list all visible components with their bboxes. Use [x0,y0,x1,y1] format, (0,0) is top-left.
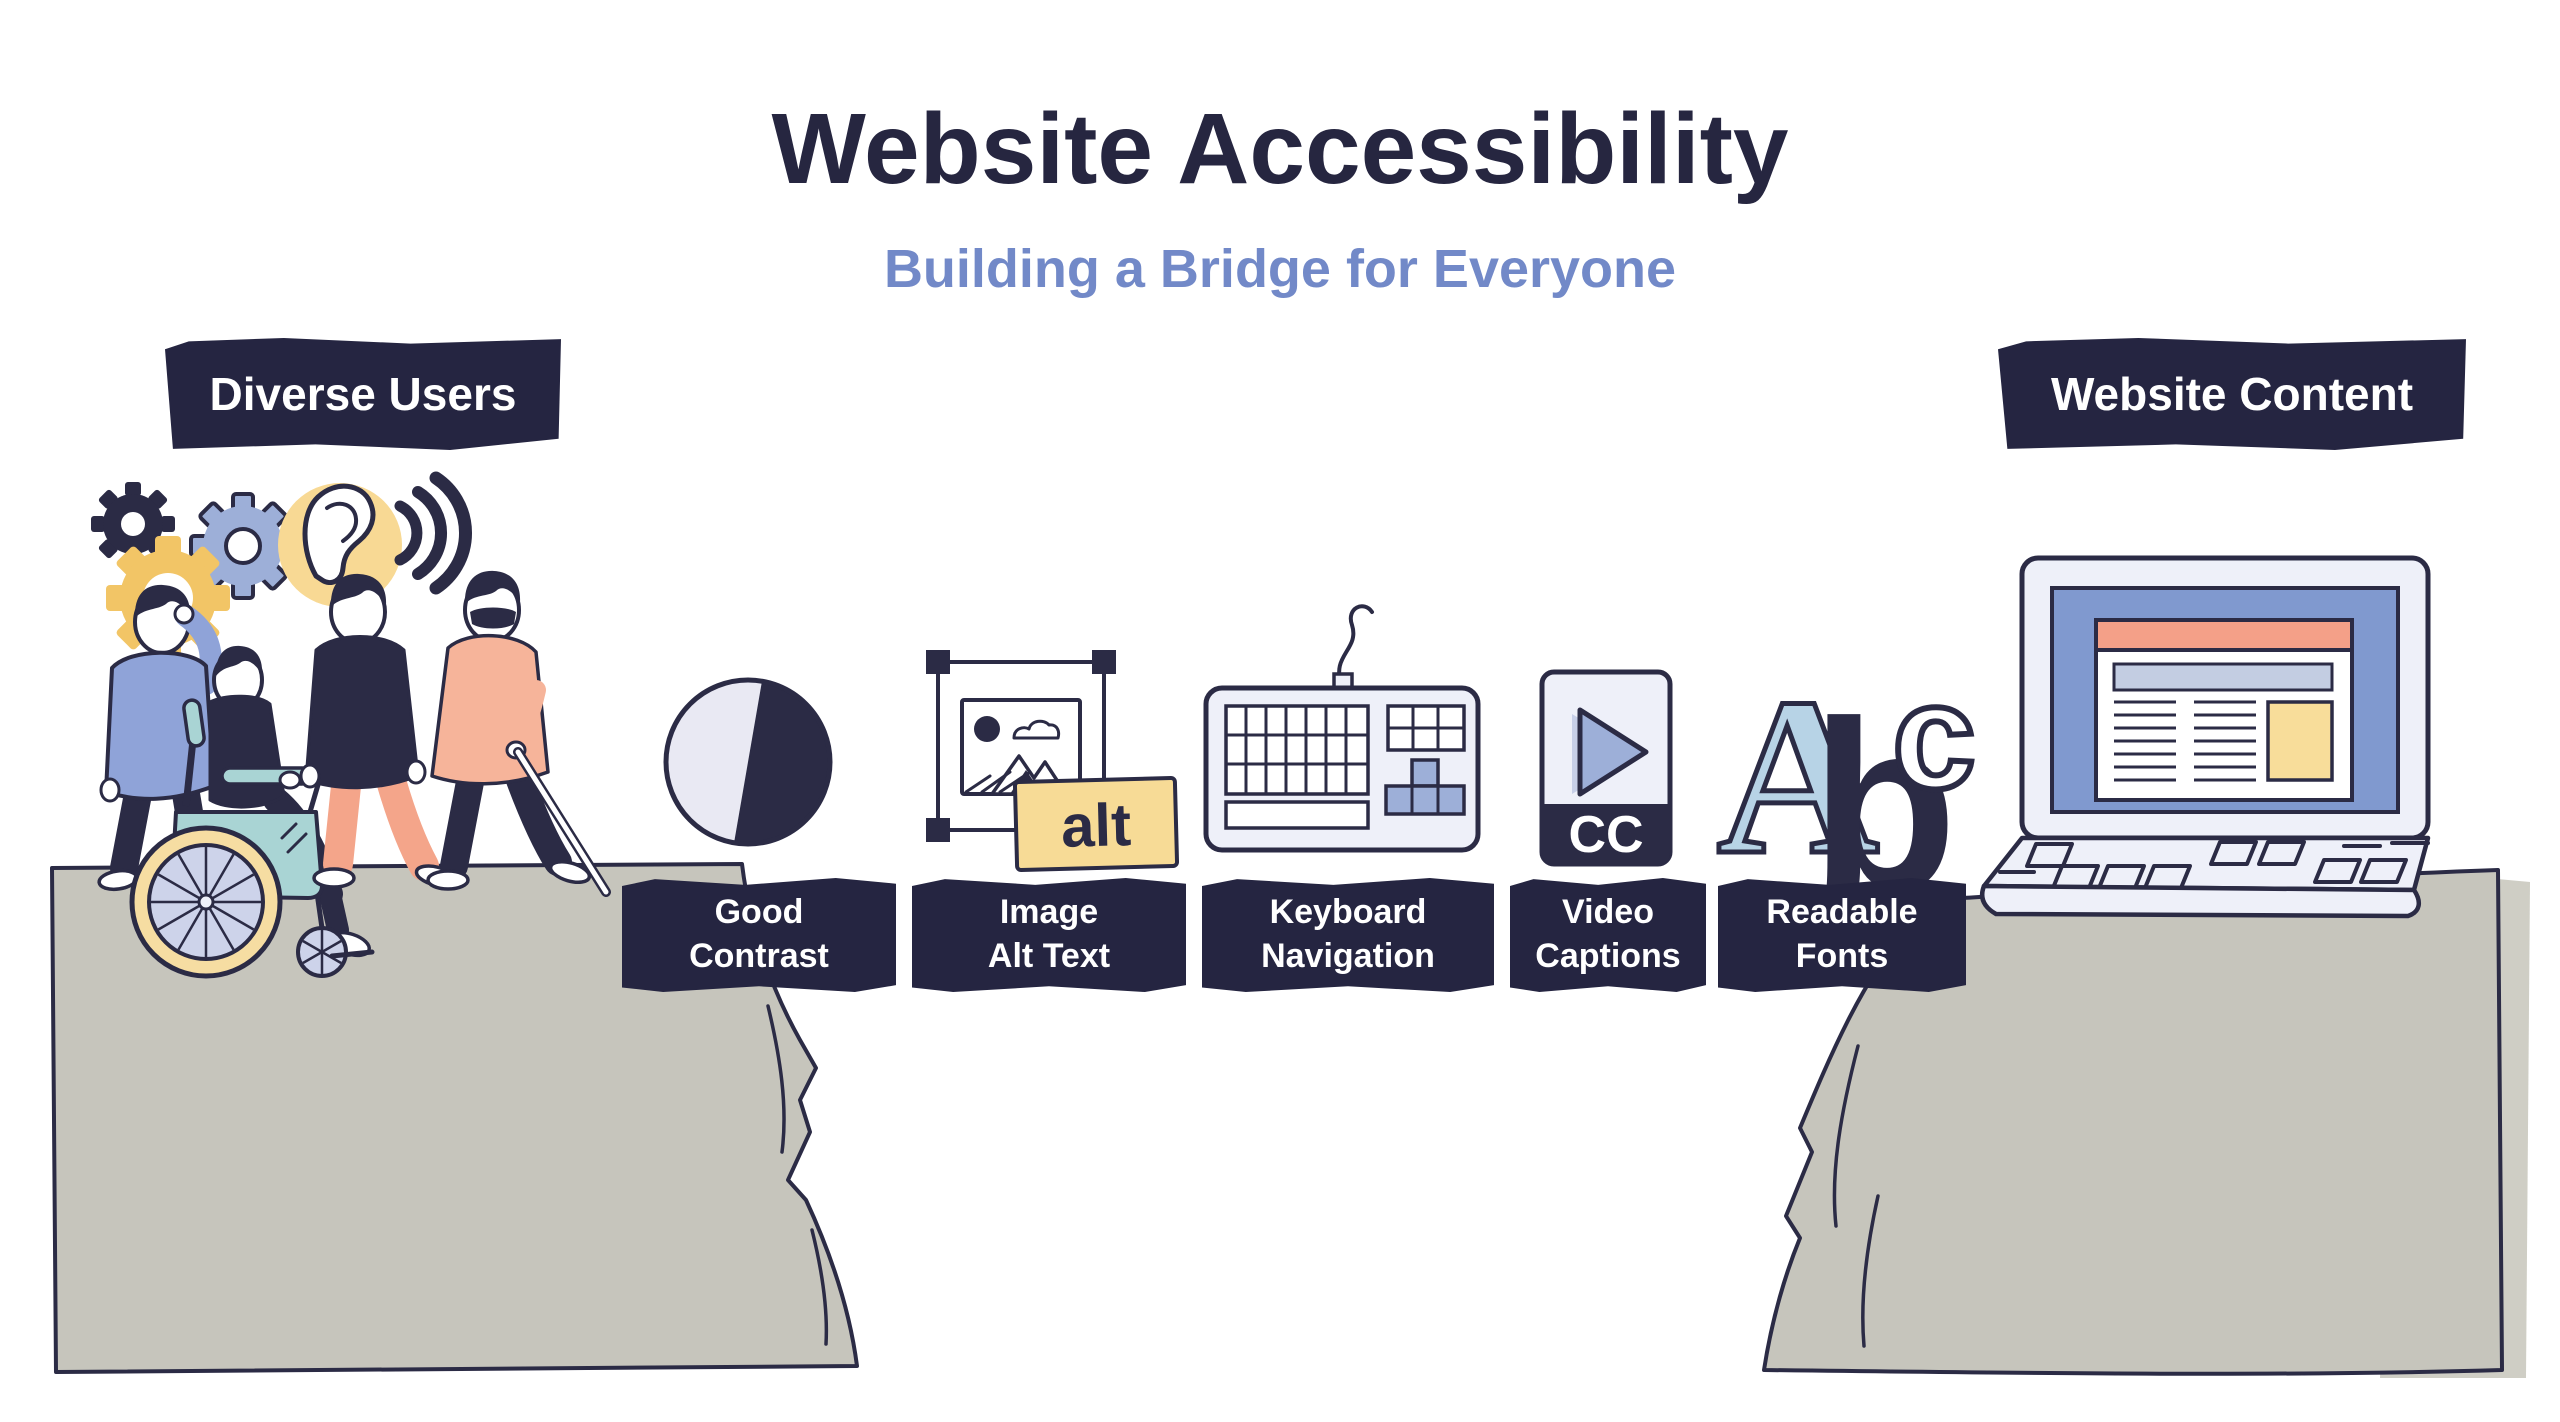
website-content-label: Website Content [1998,338,2466,450]
gear-icon-periwinkle [189,492,297,600]
bridge-plank-keyboard-navigation: Keyboard Navigation [1202,878,1494,992]
sunglasses-icon [470,607,516,629]
alt-tag-label: alt [1060,791,1132,860]
keyboard-icon [1203,604,1481,853]
plank-label-line: Image [999,893,1099,932]
page-title: Website Accessibility [771,93,1789,205]
webpage-text-lines [2114,700,2256,782]
page-subtitle: Building a Bridge for Everyone [883,239,1677,299]
plank-label-line: Readable [1766,893,1918,932]
plank-label-line: Fonts [1795,937,1889,975]
wheelchair-icon [129,777,375,979]
letter-c: c [1892,652,1975,820]
sound-waves-icon [394,471,473,595]
person-wheelchair-user [129,645,375,979]
bridge-plank-video-captions: Video Captions [1510,878,1706,992]
ear-icon [302,483,376,585]
laptop-keys [1998,840,2430,890]
plank-label-line: Good [714,893,804,932]
arrow-key-up [1410,758,1440,788]
contrast-icon [663,677,833,847]
white-cane-icon [513,747,611,897]
laptop-illustration [1979,555,2431,919]
person-with-cane [426,570,611,897]
webpage-header-bar [2094,618,2354,652]
play-icon [1577,707,1649,797]
website-content-label-text: Website Content [2050,368,2414,420]
plank-label-line: Captions [1535,937,1681,975]
webpage-window [2094,618,2354,802]
diverse-users-label: Diverse Users [165,338,561,450]
cc-label: CC [1568,806,1643,864]
arrow-key-row [1384,784,1466,816]
image-alt-icon: alt [926,650,1180,872]
diverse-users-label-text: Diverse Users [209,368,517,420]
plank-label-line: Video [1562,893,1654,932]
letter-a: A [1717,651,1880,901]
video-captions-icon: CC [1539,669,1673,867]
plank-label-line: Keyboard [1269,893,1427,932]
laptop-base [1979,883,2422,919]
plank-label-line: Contrast [689,937,829,975]
bridge-plank-image-alt-text: Image Alt Text [912,878,1186,992]
webpage-nav-bar [2112,662,2334,692]
diverse-users-illustration [91,471,611,979]
plank-label-line: Alt Text [987,937,1111,975]
hearing-icon [278,471,473,607]
bridge-plank-readable-fonts: Readable Fonts [1718,878,1966,992]
webpage-image-block [2266,700,2334,782]
plank-label-line: Navigation [1261,937,1435,975]
bridge-plank-good-contrast: Good Contrast [622,878,896,992]
person-salmon-trousers [299,573,458,889]
right-cliff [1762,868,2530,1378]
